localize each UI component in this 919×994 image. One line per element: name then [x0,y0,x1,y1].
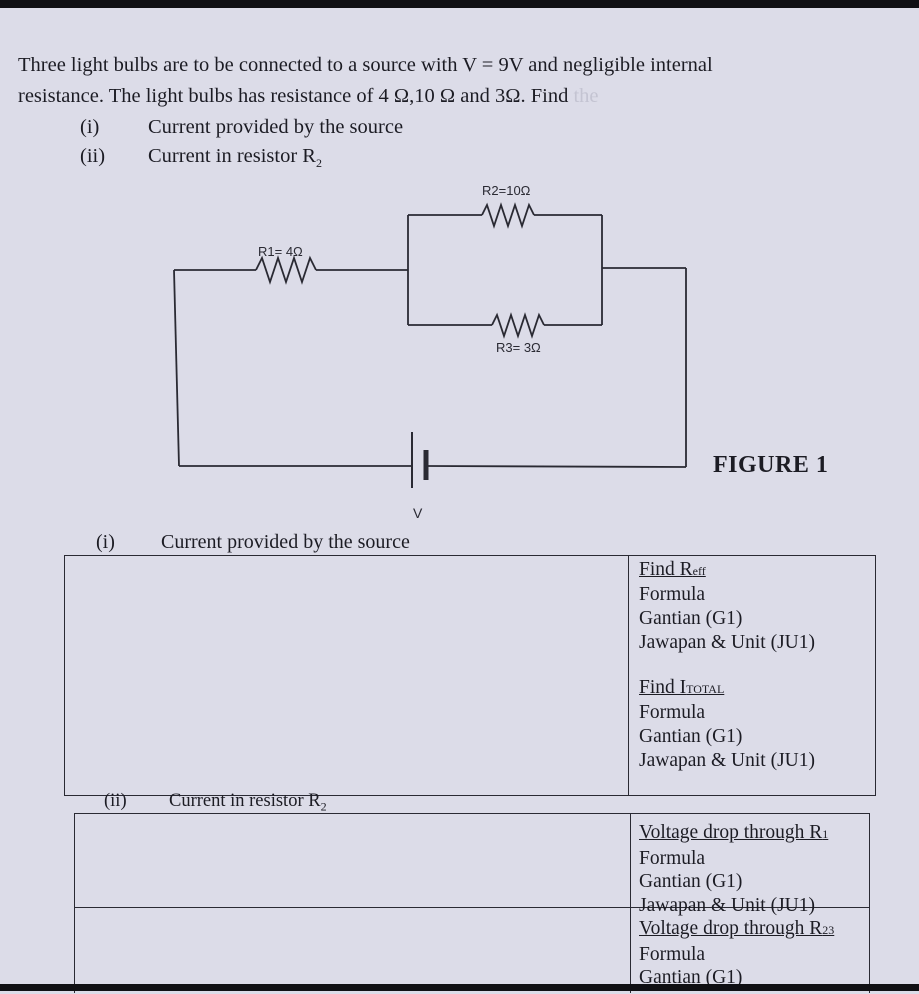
part-ii-heading: (ii) Current in resistor R2 [104,791,327,814]
left-wire [173,269,180,467]
circuit-diagram: R1= 4Ω R2=10Ω R3= 3Ω V [173,183,687,521]
r3-resistor [491,312,545,339]
part-i-rubric-1: Find Reff Formula Gantian (G1) Jawapan &… [639,559,816,653]
part-i-heading: (i) Current provided by the source [96,531,410,553]
part-i-rubric-2: Find ITOTAL Formula Gantian (G1) Jawapan… [639,677,816,771]
voltage-label: V [413,505,423,521]
part-ii-divider [630,814,631,993]
top-edge [0,0,919,8]
question-line-1: Three light bulbs are to be connected to… [18,54,713,76]
bottom-edge [0,984,919,991]
r1-resistor [255,255,317,285]
r2-label: R2=10Ω [482,183,531,198]
part-ii-work-area-1[interactable] [75,814,629,906]
part-ii-answer-box: Voltage drop through R1 Formula Gantian … [74,813,870,993]
r3-label: R3= 3Ω [496,340,541,355]
r1-label: R1= 4Ω [258,244,303,259]
part-ii-work-area-2[interactable] [75,909,629,994]
part-ii-rubric-2: Voltage drop through R23 Formula Gantian… [639,918,835,988]
question-paragraph: Three light bulbs are to be connected to… [18,50,878,112]
r2-resistor [481,202,535,229]
part-i-work-area[interactable] [65,556,627,795]
part-i-answer-box: Find Reff Formula Gantian (G1) Jawapan &… [64,555,876,796]
question-line-2: resistance. The light bulbs has resistan… [18,85,599,107]
part-ii-row-divider [75,907,869,908]
figure-label: FIGURE 1 [713,452,829,478]
part-ii-rubric-1: Voltage drop through R1 Formula Gantian … [639,822,829,916]
part-i-divider [628,556,629,795]
faded-word: the [573,85,599,107]
bottom-wire-right [427,465,687,468]
